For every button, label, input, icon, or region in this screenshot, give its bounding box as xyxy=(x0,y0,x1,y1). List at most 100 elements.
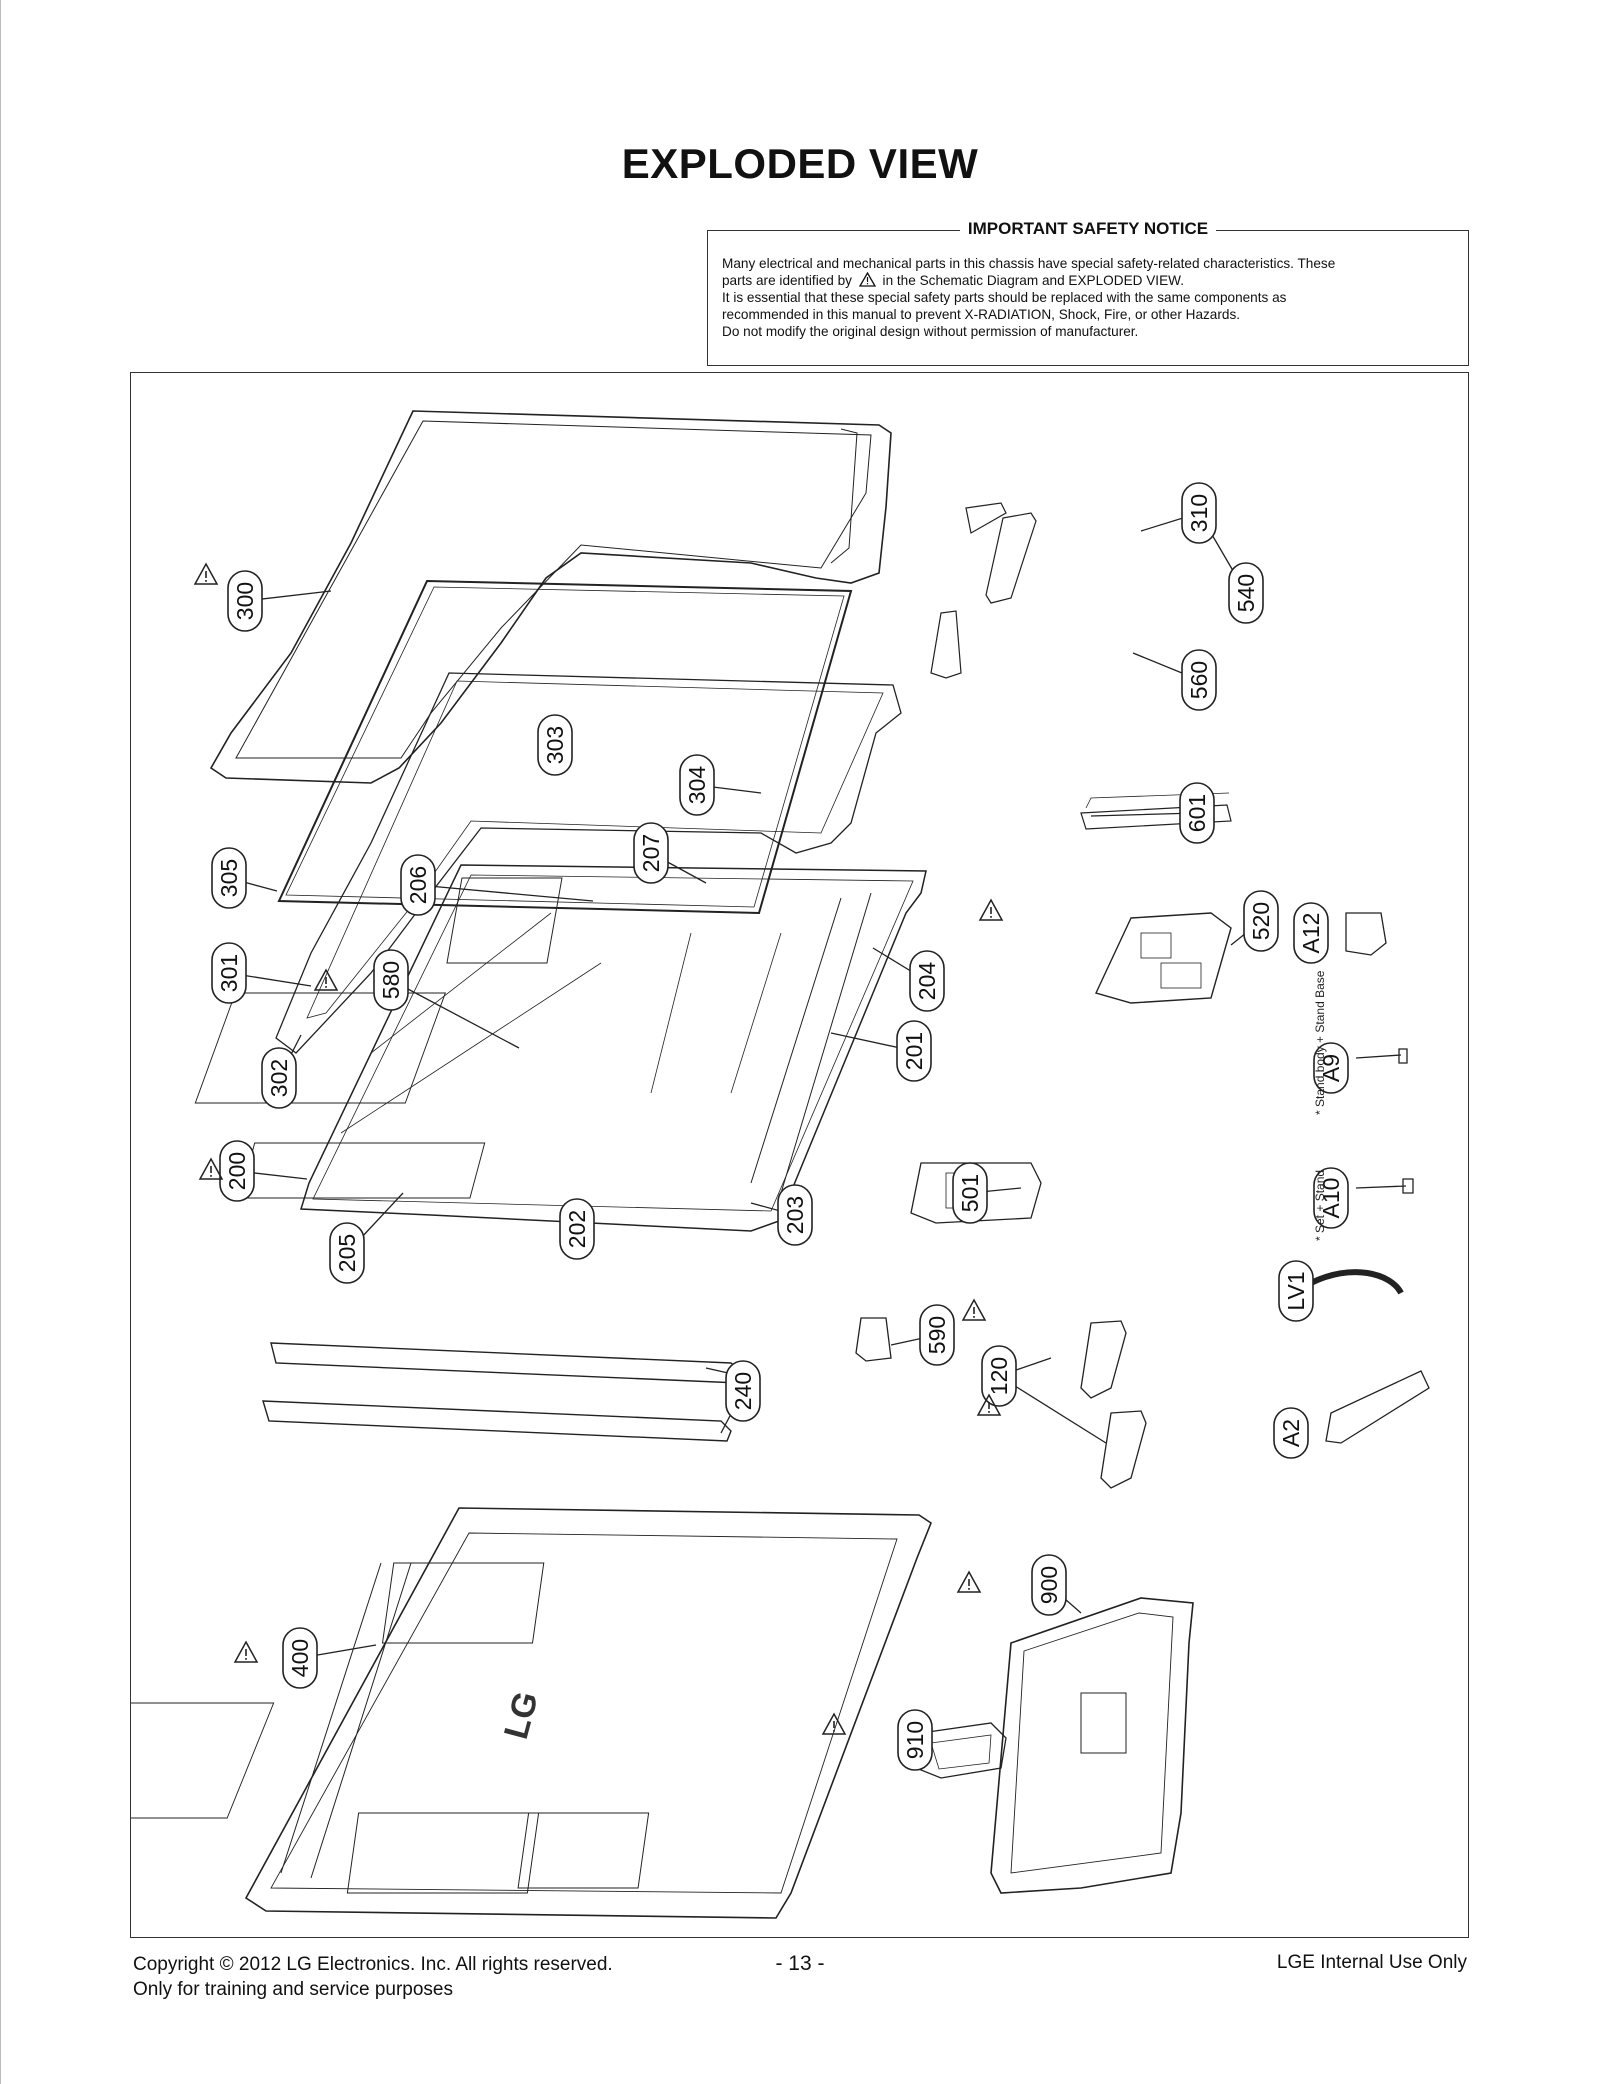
callout-badge xyxy=(559,1198,595,1260)
callout-305: 305 xyxy=(211,847,247,909)
callout-badge xyxy=(909,950,945,1012)
callout-badge xyxy=(1228,562,1264,624)
callout-badge xyxy=(725,1360,761,1422)
callout-a10: A10 xyxy=(1313,1167,1349,1229)
callout-badge xyxy=(896,1020,932,1082)
callout-label: 305 xyxy=(216,859,242,897)
callout-badge xyxy=(329,1222,365,1284)
footer-left: Copyright © 2012 LG Electronics. Inc. Al… xyxy=(133,1952,613,2002)
callout-badge xyxy=(679,754,715,816)
callout-label: 202 xyxy=(564,1210,590,1248)
callout-label: 300 xyxy=(232,582,258,620)
callout-590: 590 xyxy=(919,1304,955,1366)
callout-badge xyxy=(282,1627,318,1689)
callout-501: 501 xyxy=(952,1162,988,1224)
callout-label: 301 xyxy=(216,954,242,992)
safety-notice-body: Many electrical and mechanical parts in … xyxy=(722,255,1454,340)
callout-240: 240 xyxy=(725,1360,761,1422)
callout-badge xyxy=(1031,1554,1067,1616)
callout-label: LV1 xyxy=(1283,1271,1309,1310)
exploded-diagram-frame: LG xyxy=(130,372,1469,1938)
callout-label: 310 xyxy=(1186,494,1212,532)
callout-560: 560 xyxy=(1181,649,1217,711)
callout-label: 304 xyxy=(684,766,710,805)
callout-badge xyxy=(1243,890,1279,952)
side-rails-drawing xyxy=(262,1342,744,1442)
callout-badge xyxy=(373,949,409,1011)
callout-label: 302 xyxy=(266,1059,292,1097)
purpose-text: Only for training and service purposes xyxy=(133,1979,453,2000)
lg-logo-text: LG xyxy=(497,1688,546,1743)
callout-label: 200 xyxy=(224,1152,250,1190)
callout-580: 580 xyxy=(373,949,409,1011)
callout-200: 200 xyxy=(219,1140,255,1202)
page-number: - 13 - xyxy=(775,1952,825,1975)
callout-badge xyxy=(1273,1407,1309,1459)
callout-label: A2 xyxy=(1278,1419,1304,1447)
callout-label: 900 xyxy=(1036,1566,1062,1604)
callout-badge xyxy=(227,570,263,632)
callout-badge xyxy=(919,1304,955,1366)
callout-label: A12 xyxy=(1298,913,1324,954)
callout-badge xyxy=(777,1184,813,1246)
notice-line-3: It is essential that these special safet… xyxy=(722,290,1287,305)
callout-label: 400 xyxy=(287,1639,313,1677)
set-stand-note: * Set + Stand xyxy=(1313,1170,1327,1241)
callout-badge xyxy=(400,854,436,916)
main-board-drawing xyxy=(1095,912,1232,1004)
callout-304: 304 xyxy=(679,754,715,816)
stand-base-drawing xyxy=(990,1597,1194,1894)
callout-900: 900 xyxy=(1031,1554,1067,1616)
callout-badge xyxy=(981,1345,1017,1407)
callout-202: 202 xyxy=(559,1198,595,1260)
stand-body-note: * Stand body + Stand Base xyxy=(1313,970,1327,1115)
callout-badge xyxy=(952,1162,988,1224)
callout-label: 120 xyxy=(986,1357,1012,1395)
callout-badge xyxy=(1278,1260,1314,1322)
leader-lines xyxy=(228,512,1262,1759)
callout-a2: A2 xyxy=(1273,1407,1309,1459)
callout-206: 206 xyxy=(400,854,436,916)
warning-triangles xyxy=(194,563,1003,1735)
callout-badge xyxy=(633,822,669,884)
callout-400: 400 xyxy=(282,1627,318,1689)
callout-badge xyxy=(1293,902,1329,964)
callout-badge xyxy=(1181,482,1217,544)
callout-badge xyxy=(1181,649,1217,711)
speakers-drawing xyxy=(855,1317,1147,1489)
callout-303: 303 xyxy=(537,714,573,776)
callout-badge xyxy=(1313,1167,1349,1229)
callout-540: 540 xyxy=(1228,562,1264,624)
callout-label: 303 xyxy=(542,726,568,764)
callout-300: 300 xyxy=(227,570,263,632)
callout-310: 310 xyxy=(1181,482,1217,544)
callout-label: 240 xyxy=(730,1372,756,1410)
notice-line-4: recommended in this manual to prevent X-… xyxy=(722,307,1241,322)
back-cover-drawing: LG xyxy=(131,1507,932,1919)
guide-panel-drawing xyxy=(275,672,902,1054)
callout-205: 205 xyxy=(329,1222,365,1284)
callout-520: 520 xyxy=(1243,890,1279,952)
notice-line-2b: in the Schematic Diagram and EXPLODED VI… xyxy=(882,273,1184,288)
callout-label: A9 xyxy=(1318,1054,1344,1082)
main-frame-drawing xyxy=(194,864,927,1232)
callout-label: 206 xyxy=(405,866,431,904)
callout-label: 910 xyxy=(902,1721,928,1759)
exploded-diagram: LG xyxy=(131,410,1430,1919)
callout-302: 302 xyxy=(261,1047,297,1109)
callout-badge xyxy=(211,847,247,909)
callout-badge xyxy=(1313,1042,1349,1094)
safety-notice-title: IMPORTANT SAFETY NOTICE xyxy=(959,219,1217,238)
notice-line-2: parts are identified by in the Schematic… xyxy=(722,271,1454,289)
callout-a12: A12 xyxy=(1293,902,1329,964)
copyright-text: Copyright © 2012 LG Electronics. Inc. Al… xyxy=(133,1954,613,1975)
callout-910: 910 xyxy=(897,1709,933,1771)
page-edge xyxy=(0,0,1,2084)
internal-use-text: LGE Internal Use Only xyxy=(1276,1952,1467,1973)
callout-label: 590 xyxy=(924,1316,950,1354)
callout-label: 201 xyxy=(901,1032,927,1070)
callout-label: 205 xyxy=(334,1234,360,1272)
callout-label: 601 xyxy=(1184,794,1210,832)
callout-label: 540 xyxy=(1233,574,1259,612)
